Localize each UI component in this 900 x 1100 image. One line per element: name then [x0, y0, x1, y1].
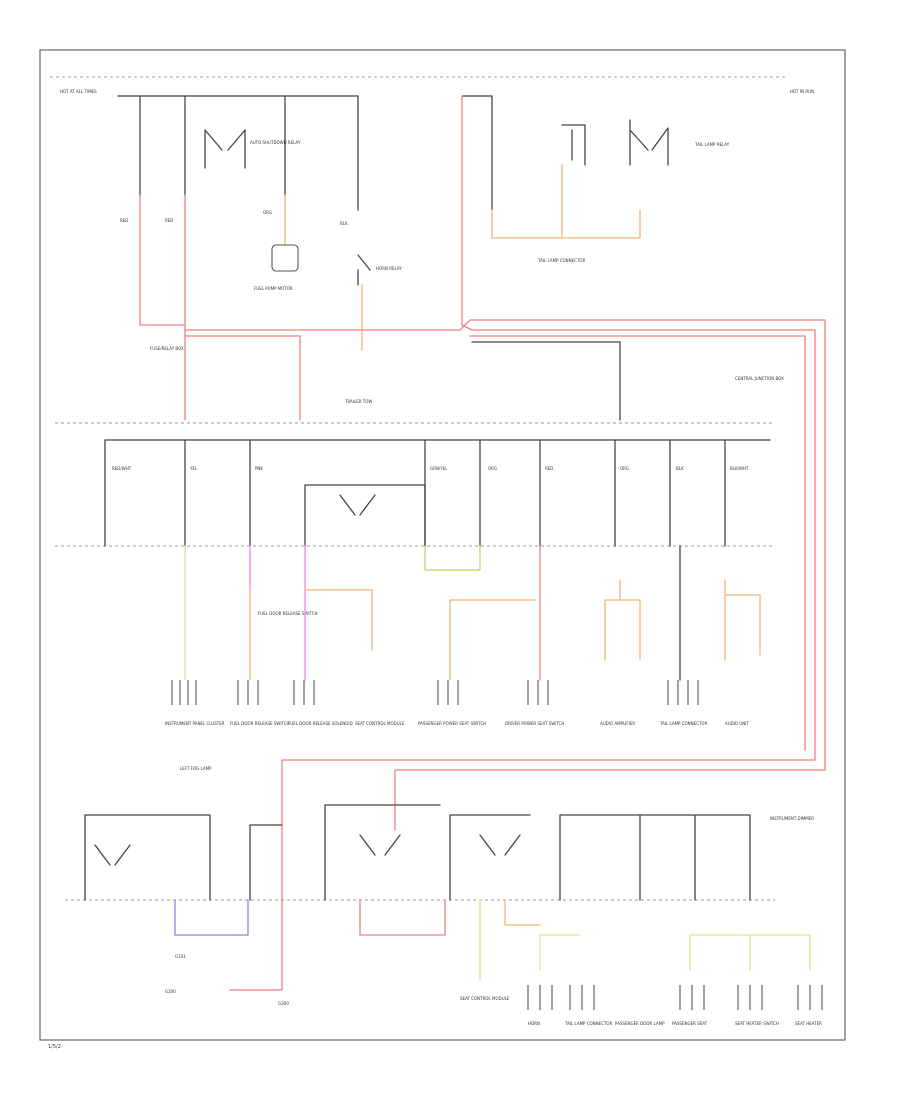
fog-relay-contacts: [94, 844, 131, 866]
red-power-bus: [184, 319, 826, 991]
label-tail-lamp-connector-top: TAIL LAMP CONNECTOR: [537, 258, 586, 263]
wire-label-junction-5: ORG: [488, 466, 497, 471]
connector-tail-lamp: [667, 680, 699, 705]
label-trailer-tow: TRAILER TOW: [344, 399, 372, 404]
wire-bottom-left-fuse: [249, 824, 283, 901]
label-tail-lamp-connector: TAIL LAMP CONNECTOR: [659, 721, 708, 726]
label-fuel-door-release-switch: FUEL DOOR RELEASE SWITCH: [230, 721, 290, 726]
bottom-load-section: LEFT FOG LAMP G101 SEAT CONTROL MODULE I…: [84, 766, 823, 1026]
label-hot-in-run: HOT IN RUN: [790, 89, 814, 94]
central-junction-box: CENTRAL JUNCTION BOX RED/WHT YEL PNK GRN…: [104, 376, 784, 547]
label-junction-box: CENTRAL JUNCTION BOX: [735, 376, 784, 381]
wire-orange-bottom: [504, 899, 541, 926]
fog-relay-housing: [84, 814, 211, 901]
wire-red-bus-inner-right: [469, 335, 806, 751]
diagram-frame: [39, 49, 846, 1041]
figure-number: 1/5/2: [48, 1044, 61, 1050]
label-passenger-seat: PASSENGER SEAT: [672, 1021, 708, 1026]
wire-label-org: ORG: [263, 210, 272, 215]
junction-relay-box: [304, 484, 426, 547]
label-driver-power-seat-switch: DRIVER POWER SEAT SWITCH: [505, 721, 564, 726]
wire-orange-pass-seat: [449, 599, 536, 681]
wire-bottom-relay-1: [324, 804, 441, 901]
label-horn-relay: HORN RELAY: [376, 266, 402, 271]
label-seat-control-module: SEAT CONTROL MODULE: [355, 721, 405, 726]
wire-label-junction-3: PNK: [255, 466, 263, 471]
label-audio-unit: AUDIO UNIT: [725, 721, 749, 726]
connector-fuel-door-switch: [237, 680, 259, 705]
label-instrument-panel-cluster: INSTRUMENT PANEL CLUSTER: [165, 721, 225, 726]
wire-label-junction-7: ORG: [620, 466, 629, 471]
label-seat-control-module-bottom: SEAT CONTROL MODULE: [460, 996, 510, 1001]
fuel-pump-motor-body: [271, 244, 299, 272]
label-tail-lamp-relay: TAIL LAMP RELAY: [694, 142, 730, 147]
wire-red-bus-outer: [184, 319, 826, 831]
wire-orange-audio-unit: [724, 579, 761, 661]
label-seat-heater-switch: SEAT HEATER SWITCH: [735, 1021, 779, 1026]
wire-run-fuse: [461, 95, 493, 211]
label-auto-shutdown-relay: AUTO SHUTDOWN RELAY: [250, 140, 301, 145]
wire-red-1: [139, 194, 186, 326]
connector-driver-seat-switch: [527, 680, 549, 705]
label-fuse-relay-box: FUSE/RELAY BOX: [150, 346, 184, 351]
middle-load-section: FUEL DOOR RELEASE SWITCH INSTRUMENT PANE…: [165, 545, 761, 726]
wire-label-junction-1: RED/WHT: [112, 466, 132, 471]
connector-passenger-door: [679, 985, 705, 1010]
bottom-relay-contacts-1: [359, 834, 401, 856]
wire-label-blk-horn: BLK: [340, 221, 348, 226]
wire-label-red-1: RED: [120, 218, 128, 223]
label-fuel-pump-motor: FUEL PUMP MOTOR: [254, 286, 293, 291]
connector-passenger-seat: [737, 985, 763, 1010]
horn-relay-switch: [357, 254, 371, 286]
wire-yellow-seat-heater: [689, 934, 811, 971]
wire-yellow-tail: [539, 934, 581, 971]
relay-switch-contacts: [204, 129, 246, 169]
wire-orange-amplifier: [604, 579, 641, 661]
label-instrument-dimmer: INSTRUMENT DIMMER: [770, 816, 814, 821]
label-horn: HORN: [528, 1021, 540, 1026]
top-left-power-section: HOT AT ALL TIMES AUTO SHUTDOWN RELAY FUE…: [60, 89, 402, 404]
label-passenger-door-lamp: PASSENGER DOOR LAMP: [615, 1021, 665, 1026]
label-hot-at-all-times: HOT AT ALL TIMES: [60, 89, 97, 94]
wire-black-junction-feed: [471, 341, 621, 421]
label-fuel-door-release-solenoid: FUEL DOOR RELEASE SOLENOID: [288, 721, 353, 726]
wire-label-junction-2: YEL: [189, 466, 198, 471]
top-right-power-section: HOT IN RUN TAIL LAMP RELAY TAIL LAMP CON…: [461, 89, 814, 326]
label-left-fog-lamp: LEFT FOG LAMP: [180, 766, 212, 771]
wire-violet-fog: [174, 899, 249, 936]
wire-label-junction-9: BLK/WHT: [730, 466, 749, 471]
wire-label-red-2: RED: [165, 218, 173, 223]
label-g101: G101: [175, 954, 186, 959]
connector-horn: [527, 985, 553, 1010]
trailer-relay-contacts: [629, 119, 669, 166]
label-passenger-power-seat-switch: PASSENGER POWER SEAT SWITCH: [418, 721, 486, 726]
fuse-element: [561, 124, 586, 166]
wire-bottom-relay-2: [449, 814, 531, 901]
wire-label-junction-6: RED: [545, 466, 553, 471]
wire-green-seat-link: [424, 545, 481, 571]
connector-cluster: [171, 680, 197, 705]
wire-red-bus-inner: [184, 335, 301, 421]
wire-label-junction-8: BLK: [676, 466, 684, 471]
label-g300: G300: [278, 1001, 289, 1006]
label-seat-heater: SEAT HEATER: [795, 1021, 822, 1026]
wire-red-bus-mid: [281, 324, 816, 991]
label-fuel-door-release-switch-tag: FUEL DOOR RELEASE SWITCH: [258, 611, 318, 616]
junction-relay-contacts: [339, 494, 376, 516]
label-audio-amplifier: AUDIO AMPLIFIER: [600, 721, 635, 726]
wire-orange-seat-module: [304, 589, 373, 651]
connector-pass-seat-switch: [437, 680, 459, 705]
label-tail-lamp-connector-bottom: TAIL LAMP CONNECTOR: [564, 1021, 613, 1026]
bottom-right-fuse-block: [559, 814, 751, 901]
connector-tail-bottom: [569, 985, 595, 1010]
label-g200: G200: [165, 989, 176, 994]
wire-red-bottom-loop: [359, 899, 446, 936]
connector-seat-heater: [797, 985, 823, 1010]
connector-fuel-door-solenoid: [293, 680, 315, 705]
wire-orange-tail-bus: [491, 209, 641, 239]
wire-label-junction-4: GRN/YEL: [430, 466, 448, 471]
bottom-relay-contacts-2: [479, 834, 521, 856]
